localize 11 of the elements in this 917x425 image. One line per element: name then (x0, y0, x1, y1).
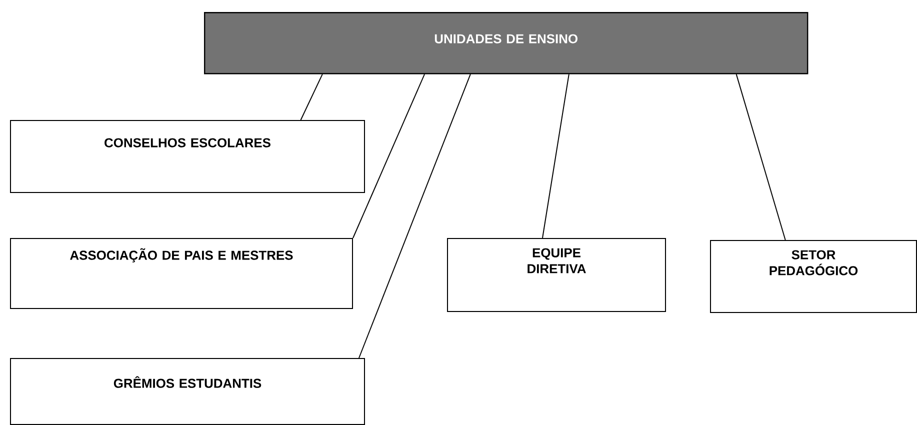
org-box: ASSOCIAÇÃO DE PAIS E MESTRES (10, 238, 353, 309)
org-box: SETOR PEDAGÓGICO (710, 240, 917, 313)
connector-line (352, 74, 426, 238)
org-box: EQUIPE DIRETIVA (447, 238, 666, 312)
connector-line (736, 74, 786, 240)
connector-line (300, 74, 323, 120)
title-banner: UNIDADES DE ENSINO (204, 12, 808, 74)
connector-line (542, 74, 570, 238)
org-box: CONSELHOS ESCOLARES (10, 120, 365, 193)
connector-line (358, 74, 471, 358)
org-box: GRÊMIOS ESTUDANTIS (10, 358, 365, 425)
